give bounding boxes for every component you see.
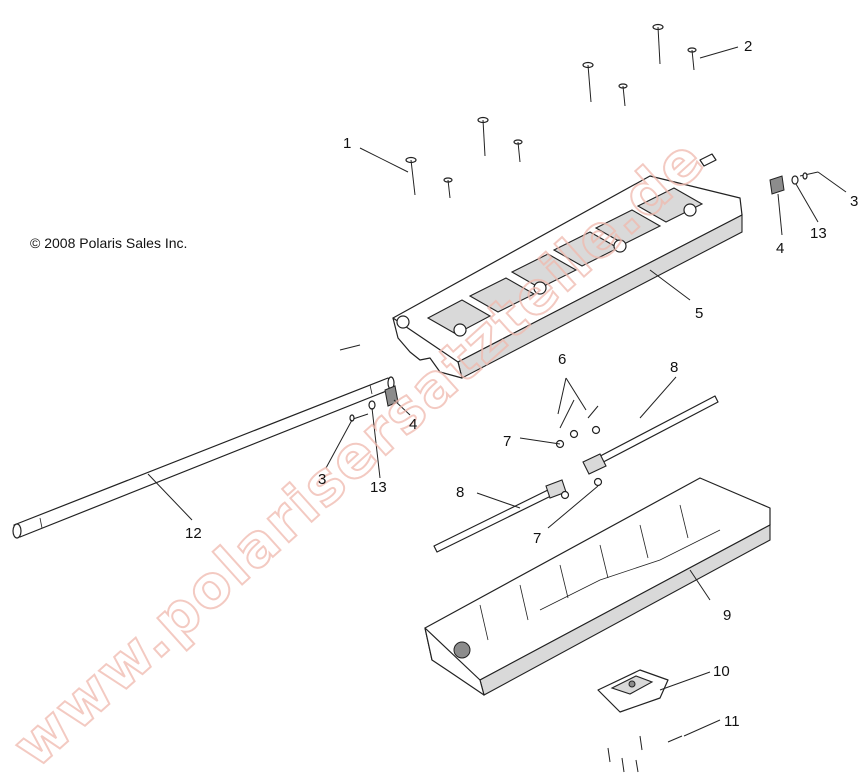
callout-10: 10 (713, 663, 730, 680)
screw (477, 116, 489, 157)
small-clip (699, 153, 717, 167)
callout-7-lower: 7 (533, 530, 541, 547)
screw (405, 156, 417, 196)
screw (513, 139, 523, 163)
part-10-bracket (597, 669, 669, 713)
copyright-text: © 2008 Polaris Sales Inc. (30, 235, 187, 251)
callout-12: 12 (185, 525, 202, 542)
callout-9: 9 (723, 607, 731, 624)
part-8-strap-lower (433, 479, 567, 553)
callout-13-right: 13 (810, 225, 827, 242)
callout-11: 11 (724, 713, 740, 730)
callout-3-left: 3 (318, 471, 326, 488)
callout-4-right: 4 (776, 240, 784, 257)
tray-pads (426, 187, 704, 335)
callout-labels: 1 2 3 4 13 5 6 8 7 4 3 13 8 12 7 9 10 11 (185, 38, 858, 730)
part-11-screws (607, 735, 683, 773)
callout-leaders (147, 46, 847, 737)
housing-ribs (479, 504, 721, 641)
screw (687, 47, 697, 71)
part-3-4-13-right (769, 171, 819, 195)
callout-6: 6 (558, 351, 566, 368)
part-8-strap-upper (582, 395, 719, 475)
screw (443, 177, 453, 199)
part-9-lower-housing (424, 477, 771, 696)
callout-2: 2 (744, 38, 752, 55)
screw (582, 61, 594, 103)
callout-4-left: 4 (409, 416, 417, 433)
callout-3-right: 3 (850, 193, 858, 210)
screw (618, 83, 628, 107)
callout-8-lower: 8 (456, 484, 464, 501)
part-1-2-screws (405, 23, 717, 199)
part-5-upper-tray (392, 175, 743, 379)
callout-13-left: 13 (370, 479, 387, 496)
callout-5: 5 (695, 305, 703, 322)
callout-8-upper: 8 (670, 359, 678, 376)
screw (652, 23, 664, 65)
callout-7-upper: 7 (503, 433, 511, 450)
callout-1: 1 (343, 135, 351, 152)
